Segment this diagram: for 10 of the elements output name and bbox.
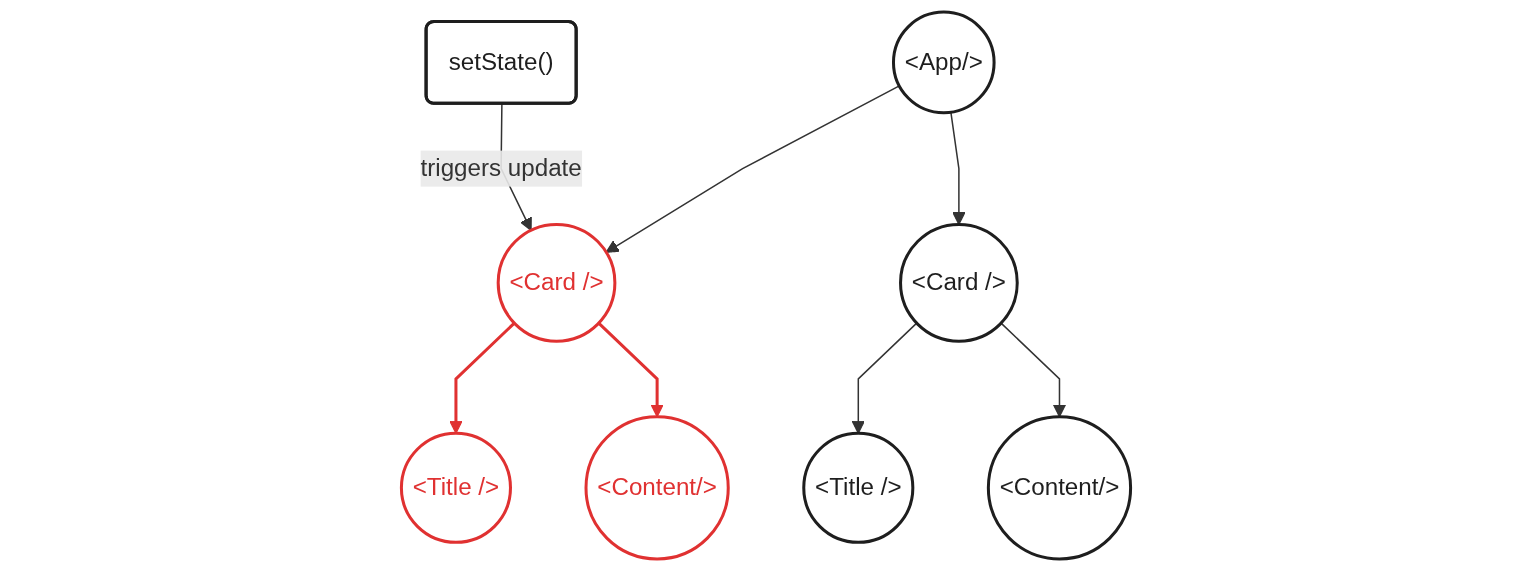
node-circle: <App/> bbox=[891, 10, 996, 115]
node-circle: <Card /> bbox=[496, 222, 617, 343]
node-circle: <Title /> bbox=[399, 431, 512, 544]
edge-label: triggers update bbox=[420, 154, 582, 181]
node-circle: <Content/> bbox=[584, 415, 730, 561]
node-circle: <Content/> bbox=[986, 415, 1133, 561]
node-circle: <Title /> bbox=[802, 431, 915, 544]
arrow bbox=[851, 322, 918, 434]
arrow bbox=[449, 322, 516, 434]
node-circle: <Card /> bbox=[899, 222, 1019, 343]
